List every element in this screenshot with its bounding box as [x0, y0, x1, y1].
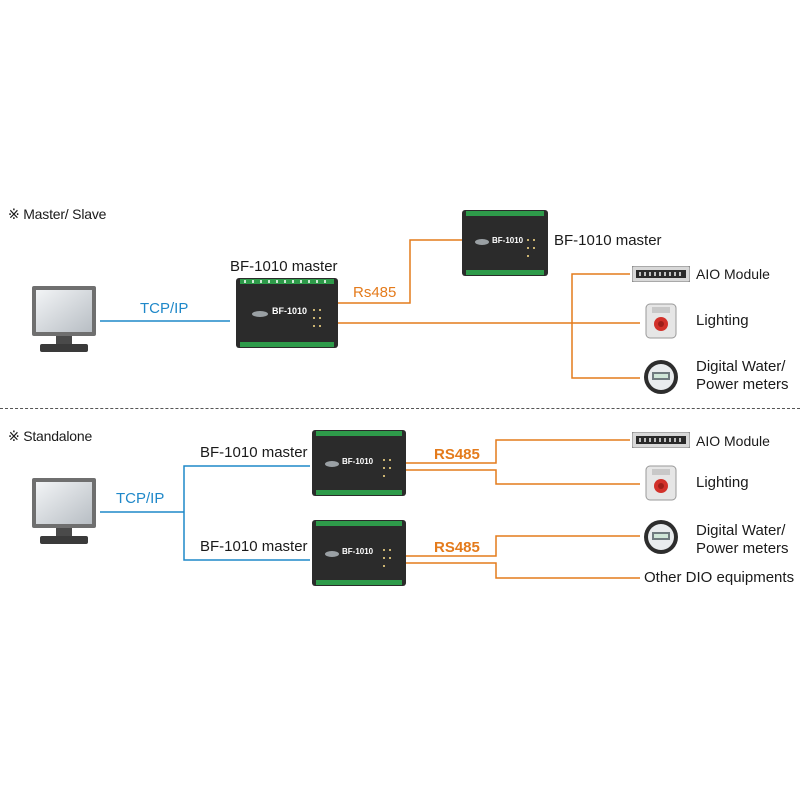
lighting-switch-icon	[642, 302, 680, 340]
meter-label-line2: Power meters	[696, 376, 789, 393]
rs485-line-to-slave	[338, 239, 462, 304]
rs485-top-aio	[405, 439, 630, 464]
rs485-bottom-meter	[405, 535, 640, 557]
rs485-bottom-other	[405, 562, 640, 579]
monitor-icon	[28, 284, 100, 356]
tcp-label: TCP/IP	[140, 300, 189, 317]
section-divider	[0, 408, 800, 409]
rs485-bottom-label: RS485	[434, 539, 480, 556]
controller-board-icon: BF-1010	[312, 520, 406, 586]
tcp-label: TCP/IP	[116, 490, 165, 507]
meter-label-line2: Power meters	[696, 540, 789, 557]
board-label: BF-1010	[272, 306, 308, 316]
aio-module-icon	[631, 431, 691, 449]
controller-board-icon: BF-1010	[462, 210, 548, 276]
board-label: BF-1010	[342, 547, 374, 556]
section-title-master-slave: ※ Master/ Slave	[8, 206, 107, 222]
slave-label: BF-1010 master	[554, 232, 662, 249]
aio-module-icon	[631, 265, 691, 283]
board-label: BF-1010	[492, 236, 524, 245]
other-dio-label: Other DIO equipments	[644, 569, 795, 586]
master-label: BF-1010 master	[230, 258, 338, 275]
controller-board-icon: BF-1010	[236, 278, 338, 348]
aio-label: AIO Module	[696, 266, 770, 282]
meter-icon	[642, 358, 680, 396]
controller-board-icon: BF-1010	[312, 430, 406, 496]
aio-label: AIO Module	[696, 433, 770, 449]
monitor-icon	[28, 476, 100, 548]
lighting-label: Lighting	[696, 474, 749, 491]
meter-label-line1: Digital Water/	[696, 522, 786, 539]
rs485-label: Rs485	[353, 284, 397, 301]
rs485-top-lighting	[405, 469, 640, 485]
meter-label-line1: Digital Water/	[696, 358, 786, 375]
rs485-top-label: RS485	[434, 446, 480, 463]
lighting-switch-icon	[642, 464, 680, 502]
tcp-branch-standalone	[183, 465, 310, 561]
board-label: BF-1010	[342, 457, 374, 466]
section-title-standalone: ※ Standalone	[8, 428, 93, 444]
master-top-label: BF-1010 master	[200, 444, 308, 461]
meter-icon	[642, 518, 680, 556]
rs485-bus-devices	[571, 273, 640, 379]
master-bottom-label: BF-1010 master	[200, 538, 308, 555]
lighting-label: Lighting	[696, 312, 749, 329]
